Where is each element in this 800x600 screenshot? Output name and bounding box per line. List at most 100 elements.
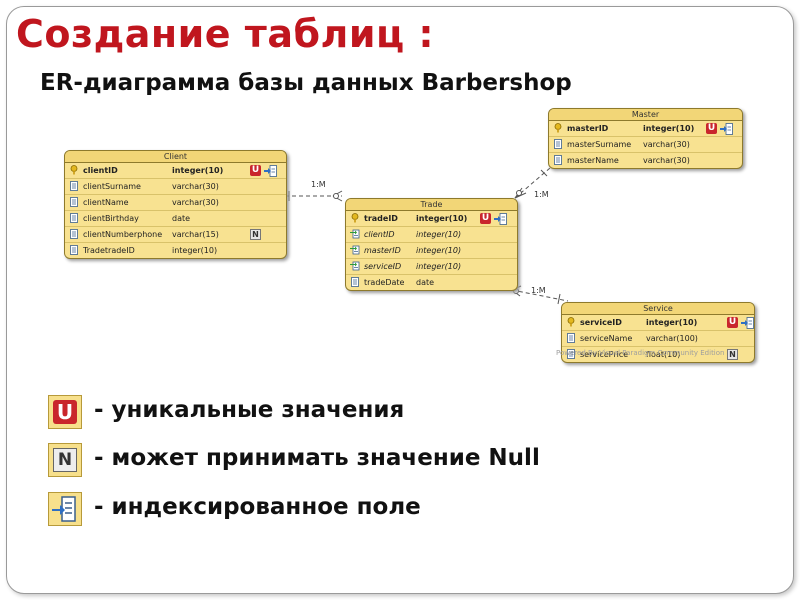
field-name: clientNumberphone [83, 230, 163, 239]
field-type: integer(10) [646, 318, 698, 327]
unique-badge-icon: U [48, 395, 82, 429]
column-icon [69, 197, 79, 207]
field-name: clientSurname [83, 182, 141, 191]
field-name: serviceID [364, 262, 402, 271]
entity-title: Trade [346, 199, 517, 211]
column-icon [553, 155, 563, 165]
cardinality-label-client-trade: 1:M [311, 180, 326, 189]
field-name: servicePrice [580, 350, 629, 359]
indexed-field-icon [48, 492, 82, 526]
field-row-tradeid[interactable]: tradeID integer(10) U [346, 211, 517, 227]
entity-title: Master [549, 109, 742, 121]
field-row-clientbirthday[interactable]: clientBirthday date [65, 211, 286, 227]
field-type: varchar(15) [172, 230, 219, 239]
indexed-field-icon [494, 213, 507, 225]
legend-text: - может принимать значение Null [94, 445, 540, 471]
field-row-mastername[interactable]: masterName varchar(30) [549, 153, 742, 168]
field-row-masterid[interactable]: masterID integer(10) U [549, 121, 742, 137]
column-icon [69, 213, 79, 223]
slide-frame [6, 6, 794, 594]
field-row-serviceprice[interactable]: servicePrice float(10) N [562, 347, 754, 362]
field-name: tradeID [364, 214, 398, 223]
field-name: tradeDate [364, 278, 405, 287]
slide-title: Создание таблиц : [16, 12, 435, 56]
field-row-serviceid[interactable]: serviceID integer(10) U [562, 315, 754, 331]
column-icon [350, 277, 360, 287]
relation-trade-service [511, 289, 569, 302]
field-name: clientBirthday [83, 214, 139, 223]
field-type: varchar(30) [643, 140, 690, 149]
field-name: masterID [364, 246, 401, 255]
indexed-field-icon [720, 123, 733, 135]
field-type: integer(10) [172, 246, 218, 255]
primary-key-icon [69, 165, 79, 175]
unique-badge-icon: U [727, 317, 738, 328]
field-type: integer(10) [172, 166, 224, 175]
unique-badge-icon: U [706, 123, 717, 134]
column-icon [69, 181, 79, 191]
column-icon [566, 349, 576, 359]
column-icon [566, 333, 576, 343]
field-type: integer(10) [643, 124, 695, 133]
field-row-clientid[interactable]: clientID integer(10) [346, 227, 517, 243]
legend-text: - индексированное поле [94, 494, 421, 520]
field-row-tradetradeid[interactable]: TradetradeID integer(10) [65, 243, 286, 258]
entity-title: Client [65, 151, 286, 163]
field-row-clientid[interactable]: clientID integer(10) U [65, 163, 286, 179]
field-type: date [416, 278, 435, 287]
field-type: float(10) [646, 350, 681, 359]
field-type: integer(10) [416, 214, 468, 223]
field-name: TradetradeID [83, 246, 135, 255]
slide-subtitle: ER-диаграмма базы данных Barbershop [40, 70, 572, 96]
field-name: masterSurname [567, 140, 632, 149]
field-row-clientname[interactable]: clientName varchar(30) [65, 195, 286, 211]
field-name: masterName [567, 156, 619, 165]
cardinality-label-master-trade: 1:M [534, 190, 549, 199]
field-row-serviceid[interactable]: serviceID integer(10) [346, 259, 517, 275]
field-row-tradedate[interactable]: tradeDate date [346, 275, 517, 290]
entity-title: Service [562, 303, 754, 315]
unique-badge-icon: U [250, 165, 261, 176]
unique-badge-icon: U [480, 213, 491, 224]
field-row-mastersurname[interactable]: masterSurname varchar(30) [549, 137, 742, 153]
nullable-badge-icon: N [48, 443, 82, 477]
field-type: varchar(30) [172, 182, 219, 191]
field-name: serviceID [580, 318, 622, 327]
field-name: serviceName [580, 334, 633, 343]
field-name: clientName [83, 198, 129, 207]
primary-key-icon [553, 123, 563, 133]
field-type: varchar(30) [172, 198, 219, 207]
field-type: varchar(30) [643, 156, 690, 165]
foreign-key-icon [350, 261, 360, 271]
field-type: integer(10) [416, 230, 462, 239]
field-row-clientnumberphone[interactable]: clientNumberphone varchar(15) N [65, 227, 286, 243]
indexed-field-icon [741, 317, 754, 329]
field-row-clientsurname[interactable]: clientSurname varchar(30) [65, 179, 286, 195]
indexed-field-icon [264, 165, 277, 177]
nullable-badge-icon: N [250, 229, 261, 240]
nullable-badge-icon: N [727, 349, 738, 360]
field-row-masterid[interactable]: masterID integer(10) [346, 243, 517, 259]
field-name: masterID [567, 124, 609, 133]
column-icon [69, 229, 79, 239]
field-type: date [172, 214, 191, 223]
foreign-key-icon [350, 245, 360, 255]
field-type: integer(10) [416, 246, 462, 255]
primary-key-icon [566, 317, 576, 327]
cardinality-label-trade-service: 1:M [531, 286, 546, 295]
legend-text: - уникальные значения [94, 397, 405, 423]
field-type: integer(10) [416, 262, 462, 271]
primary-key-icon [350, 213, 360, 223]
field-name: clientID [364, 230, 395, 239]
column-icon [553, 139, 563, 149]
diagram-watermark: Powered By Visual Paradigm Community Edi… [556, 349, 725, 357]
column-icon [69, 245, 79, 255]
field-name: clientID [83, 166, 118, 175]
foreign-key-icon [350, 229, 360, 239]
